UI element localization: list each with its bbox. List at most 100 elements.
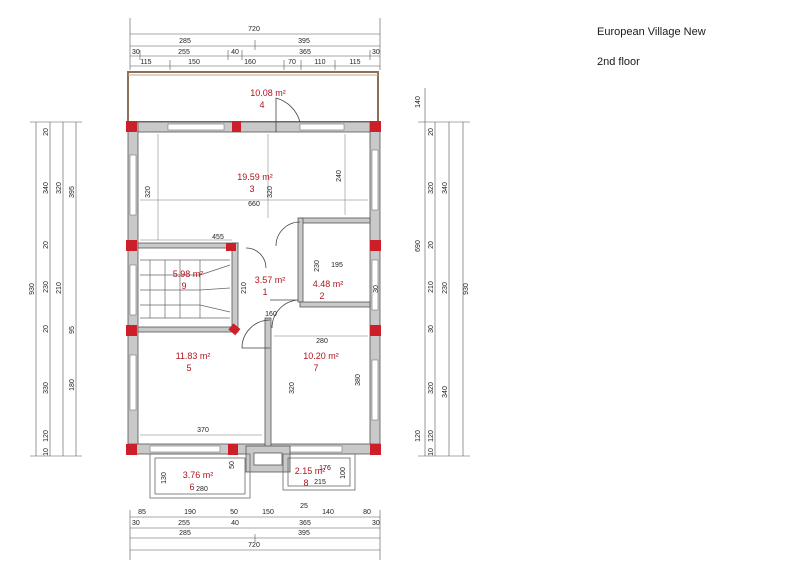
dim-top-r2-0: 30 bbox=[132, 49, 140, 56]
dim-left-mid-0: 320 bbox=[56, 182, 63, 194]
dim-bot-r1-1: 190 bbox=[184, 509, 196, 516]
dim-left-mid-1: 210 bbox=[56, 282, 63, 294]
dim-bot-r1-0: 85 bbox=[138, 509, 146, 516]
project-title: European Village New bbox=[597, 26, 706, 38]
dim-bot-total: 720 bbox=[248, 542, 260, 549]
dim-left-mid-2: 95 bbox=[69, 326, 76, 334]
room-8-area: 2.15 m² bbox=[295, 466, 326, 476]
dim-int-19: 100 bbox=[340, 467, 347, 479]
dim-bot-r2-2: 40 bbox=[231, 520, 239, 527]
dim-int-12: 380 bbox=[355, 374, 362, 386]
dim-int-6: 230 bbox=[314, 260, 321, 272]
room-7-number: 7 bbox=[313, 363, 318, 373]
dim-right-total: 930 bbox=[463, 283, 470, 295]
dim-bot-r1-4: 25 bbox=[300, 503, 308, 510]
dim-right-b-3: 210 bbox=[428, 281, 435, 293]
room-2-area: 4.48 m² bbox=[313, 279, 344, 289]
staircase bbox=[140, 259, 231, 319]
room-1-area: 3.57 m² bbox=[255, 275, 286, 285]
dim-top-r3-0: 115 bbox=[140, 59, 151, 66]
dim-right-b-4: 30 bbox=[428, 325, 435, 333]
room-4-area: 10.08 m² bbox=[250, 88, 286, 98]
dim-top-r2-4: 30 bbox=[372, 49, 380, 56]
dim-left-outer-0: 20 bbox=[43, 128, 50, 136]
dim-top-r3-2: 160 bbox=[244, 59, 256, 66]
bottom-dimension-labels: 85 190 50 150 25 140 80 30 255 40 365 30… bbox=[132, 503, 380, 549]
windows bbox=[129, 123, 379, 453]
dim-int-14: 130 bbox=[161, 472, 168, 484]
doors bbox=[241, 97, 301, 349]
dim-bot-r2-0: 30 bbox=[132, 520, 140, 527]
room-6-area: 3.76 m² bbox=[183, 470, 214, 480]
dim-bot-r1-2: 50 bbox=[230, 509, 238, 516]
dim-right-c-0: 340 bbox=[442, 182, 449, 194]
dim-right-b-1: 320 bbox=[428, 182, 435, 194]
dim-top-r3-3: 70 bbox=[288, 59, 296, 66]
room-9-area: 5.98 m² bbox=[173, 269, 204, 279]
dim-int-7: 210 bbox=[241, 282, 248, 294]
dim-bot-r1-6: 80 bbox=[363, 509, 371, 516]
dim-bot-r2-1: 255 bbox=[178, 520, 190, 527]
dim-bot-r2-4: 30 bbox=[372, 520, 380, 527]
dim-int-5: 195 bbox=[331, 262, 343, 269]
dim-left-outer-6: 120 bbox=[43, 430, 50, 442]
dim-top-r2-3: 365 bbox=[299, 49, 311, 56]
interior-dimension-labels: 660 455 320 320 240 195 230 210 30 160 2… bbox=[145, 170, 380, 493]
dim-int-15: 280 bbox=[196, 486, 208, 493]
dim-top-r1-1: 395 bbox=[298, 38, 310, 45]
top-dimension-labels: 720 285 395 30 255 40 365 30 115 150 160… bbox=[132, 26, 380, 66]
dim-top-r3-4: 110 bbox=[314, 59, 325, 66]
room-labels: 10.08 m² 4 19.59 m² 3 5.98 m² 9 3.57 m² … bbox=[173, 88, 344, 492]
dim-right-c-1: 230 bbox=[442, 282, 449, 294]
dim-int-1: 455 bbox=[212, 234, 224, 241]
dim-top-r2-2: 40 bbox=[231, 49, 239, 56]
dim-top-r2-1: 255 bbox=[178, 49, 190, 56]
right-dimension-labels: 140 690 120 20 320 20 210 30 320 120 10 … bbox=[415, 96, 470, 456]
room-9-number: 9 bbox=[181, 281, 186, 291]
dim-top-r1-0: 285 bbox=[179, 38, 191, 45]
dim-int-18: 215 bbox=[314, 479, 326, 486]
dim-bot-r1-3: 150 bbox=[262, 509, 274, 516]
room-6-number: 6 bbox=[189, 482, 194, 492]
dim-int-2: 320 bbox=[145, 186, 152, 198]
dim-left-inner-0: 395 bbox=[69, 186, 76, 198]
dim-int-8: 30 bbox=[373, 285, 380, 293]
dim-bot-r1-5: 140 bbox=[322, 509, 334, 516]
dim-int-17: 176 bbox=[319, 465, 331, 472]
dim-right-a-2: 120 bbox=[415, 430, 422, 442]
dim-bot-r2-3: 365 bbox=[299, 520, 311, 527]
bottom-dimension-lines bbox=[129, 510, 381, 560]
dim-left-outer-3: 230 bbox=[43, 281, 50, 293]
dim-right-b-0: 20 bbox=[428, 128, 435, 136]
dim-int-0: 660 bbox=[248, 201, 260, 208]
room-3-number: 3 bbox=[249, 184, 254, 194]
left-dimension-lines bbox=[30, 121, 82, 457]
dim-left-outer-5: 330 bbox=[43, 382, 50, 394]
top-dimension-lines bbox=[129, 18, 381, 70]
room-5-area: 11.83 m² bbox=[176, 351, 211, 361]
dim-bot-r3-1: 395 bbox=[298, 530, 310, 537]
room-3-area: 19.59 m² bbox=[237, 172, 273, 182]
dim-left-total: 930 bbox=[29, 283, 36, 295]
dim-top-r3-1: 150 bbox=[188, 59, 200, 66]
dim-right-b-6: 120 bbox=[428, 430, 435, 442]
room-1-number: 1 bbox=[262, 287, 267, 297]
left-dimension-labels: 930 20 340 20 230 20 330 120 10 320 210 … bbox=[29, 128, 76, 456]
dim-right-b-2: 20 bbox=[428, 241, 435, 249]
dim-int-4: 240 bbox=[336, 170, 343, 182]
dim-right-a-1: 690 bbox=[415, 240, 422, 252]
dim-top-total: 720 bbox=[248, 26, 260, 33]
bottom-balconies bbox=[149, 453, 356, 499]
room-7-area: 10.20 m² bbox=[303, 351, 339, 361]
dim-right-b-7: 10 bbox=[428, 448, 435, 456]
floor-label: 2nd floor bbox=[597, 56, 640, 68]
dim-left-outer-1: 340 bbox=[43, 182, 50, 194]
dim-left-outer-2: 20 bbox=[43, 241, 50, 249]
room-5-number: 5 bbox=[186, 363, 191, 373]
room-8-number: 8 bbox=[303, 478, 308, 488]
dim-left-outer-7: 10 bbox=[43, 448, 50, 456]
dim-bot-r3-0: 285 bbox=[179, 530, 191, 537]
dim-left-mid-3: 180 bbox=[69, 379, 76, 391]
right-dimension-lines bbox=[418, 88, 470, 457]
